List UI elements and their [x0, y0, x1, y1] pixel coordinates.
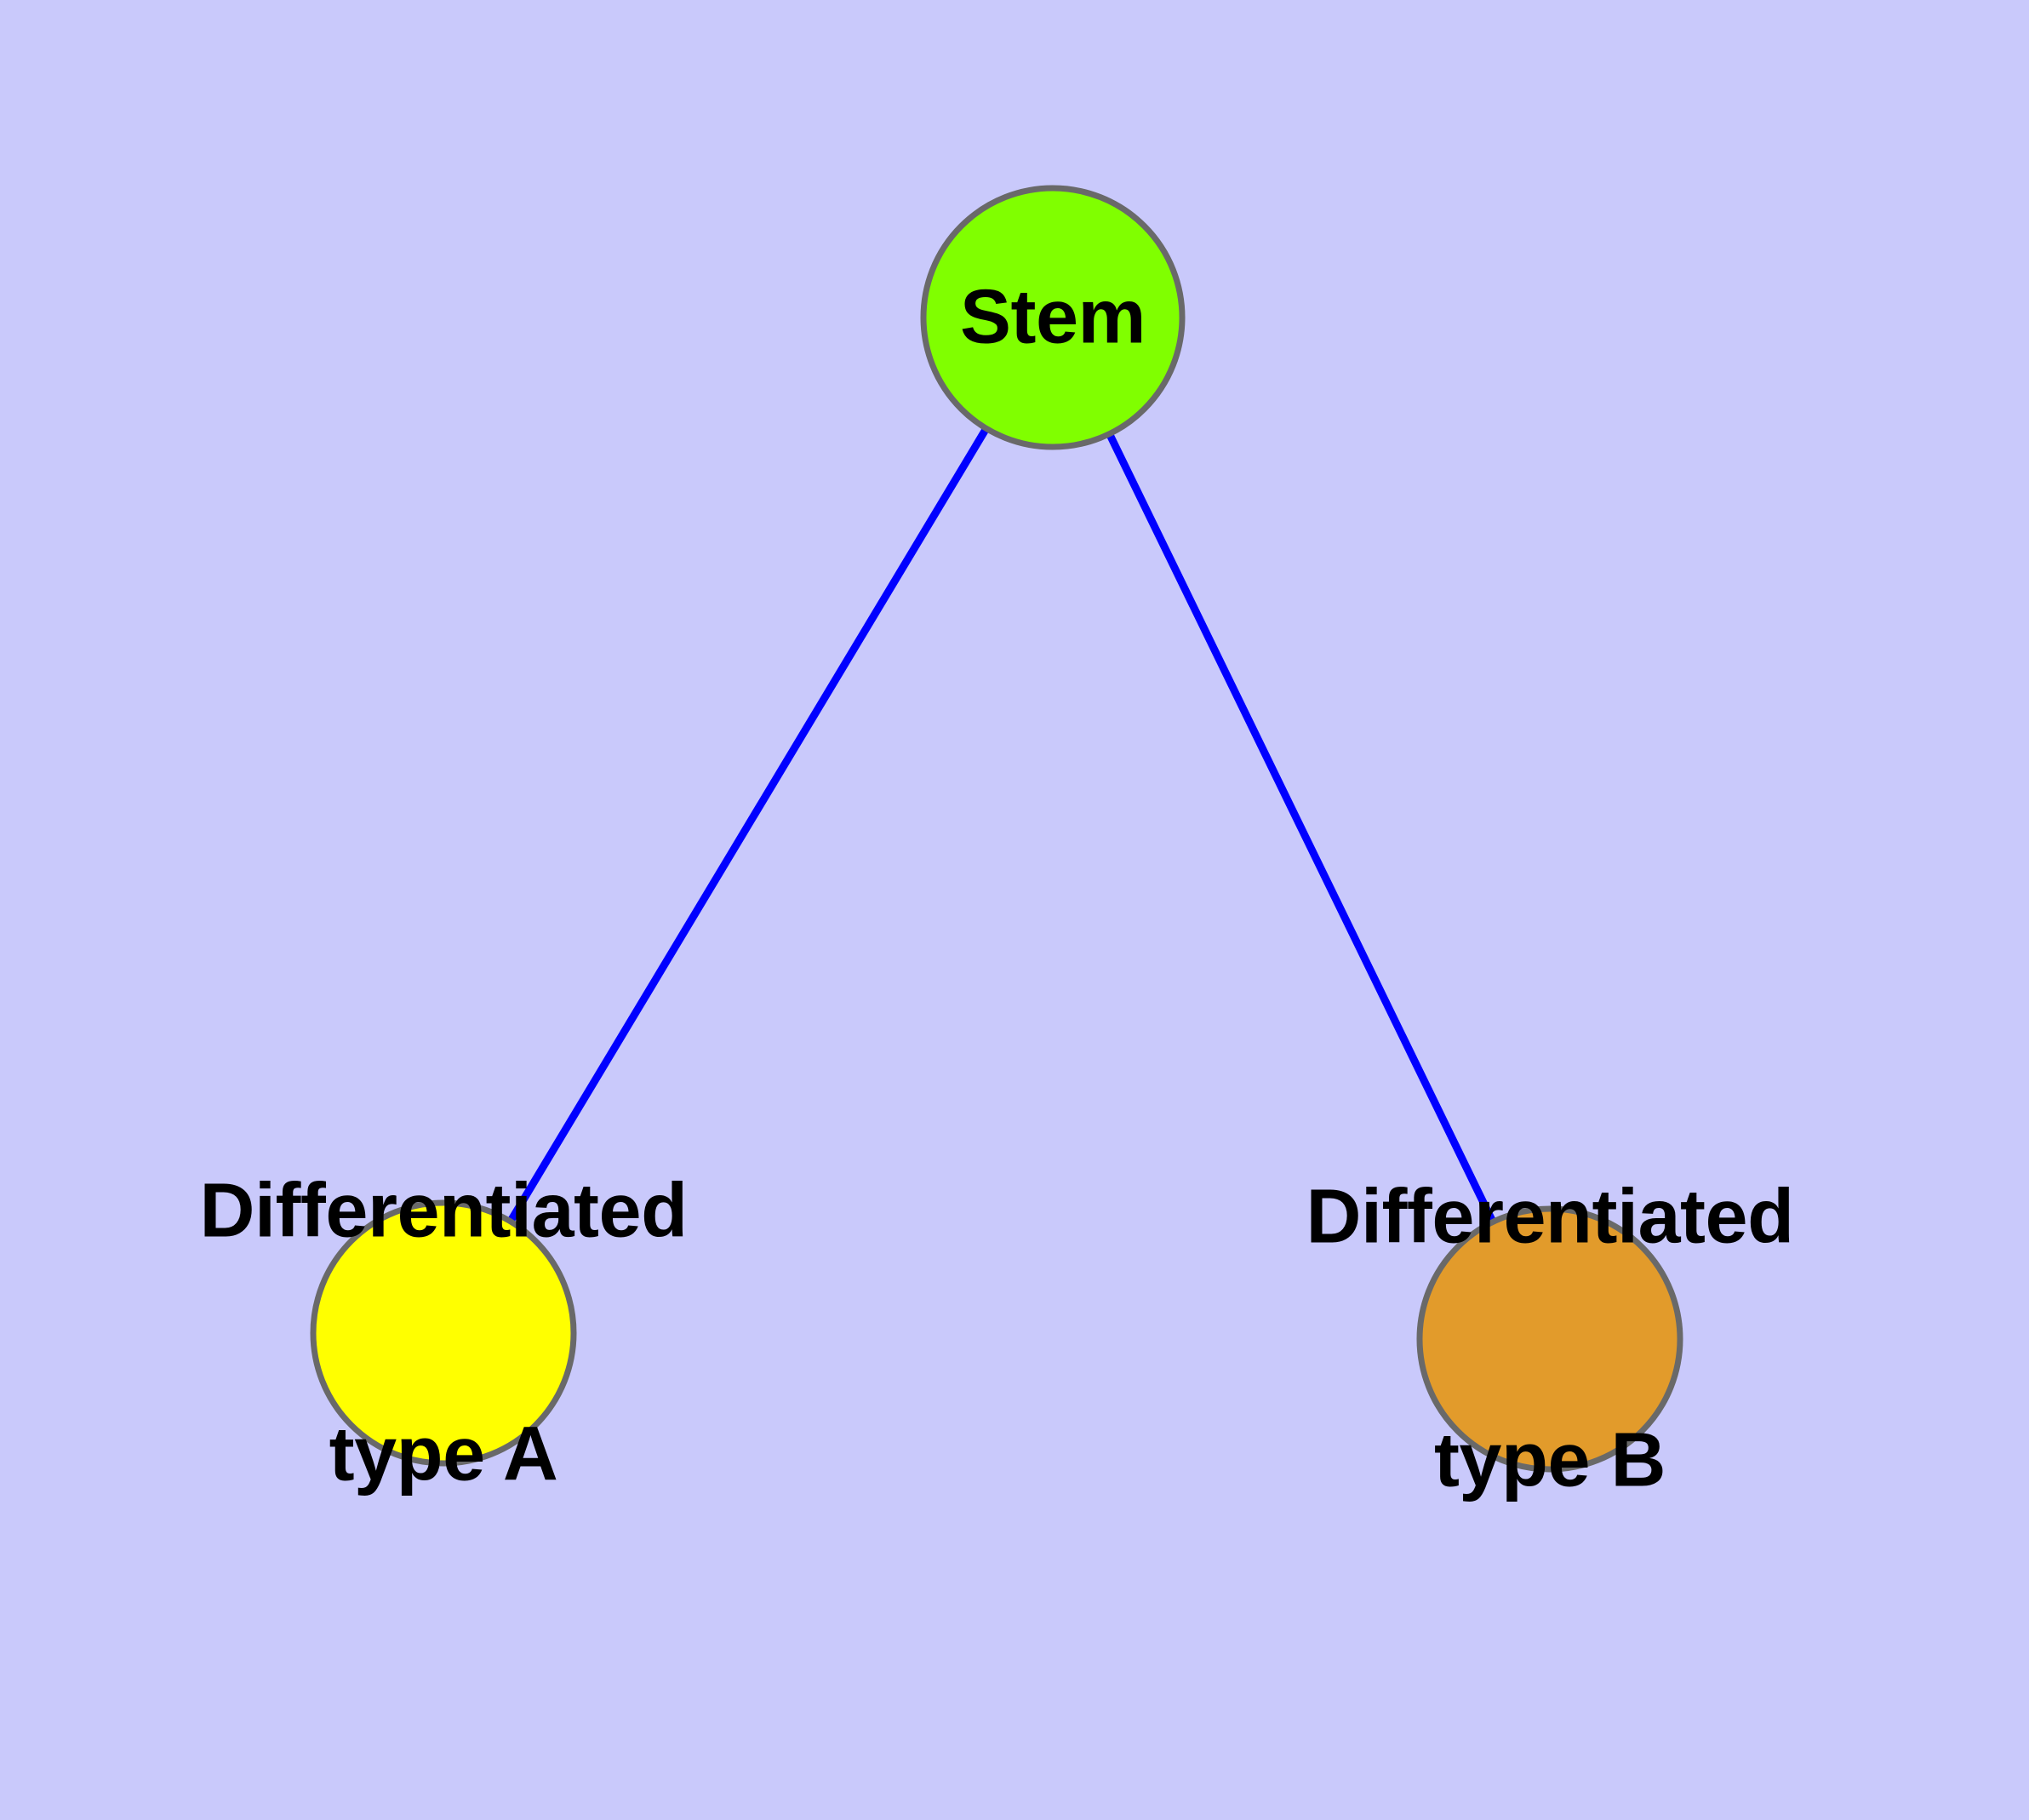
- node-differentiated-type-b[interactable]: [1416, 1205, 1683, 1473]
- edge-stem-to-differentiated-type-a[interactable]: [505, 423, 992, 1227]
- edge-stem-to-differentiated-type-b[interactable]: [1104, 429, 1498, 1227]
- node-stem[interactable]: [920, 185, 1186, 450]
- node-layer: [310, 185, 1683, 1473]
- node-differentiated-type-a[interactable]: [310, 1199, 577, 1467]
- edge-layer: [505, 423, 1498, 1227]
